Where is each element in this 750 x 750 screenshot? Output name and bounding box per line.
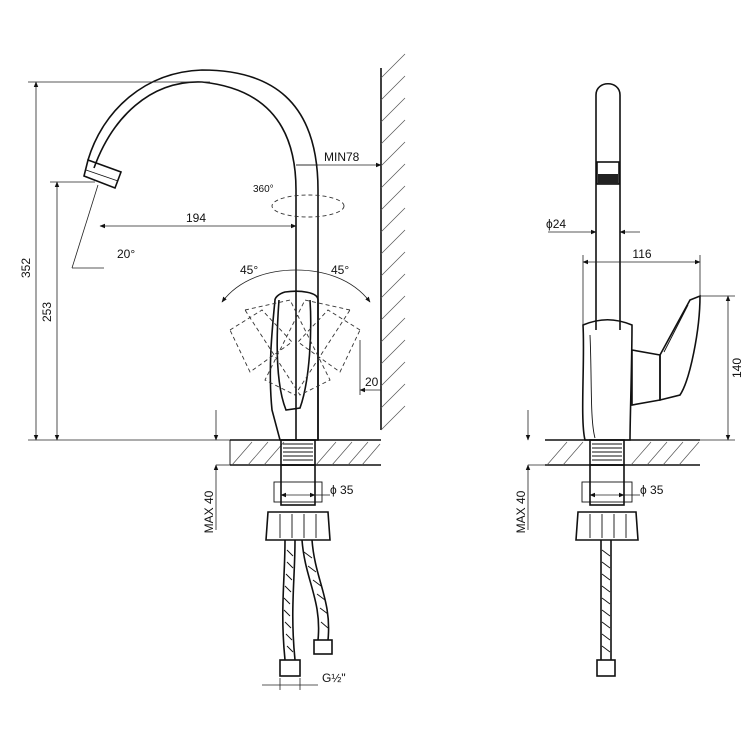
handle-left-angle-label: 45°	[240, 263, 258, 277]
front-view: 352 253 194 MIN78 360° 20° 45° 45° 20 MA…	[19, 53, 406, 690]
side-max-thickness-label: MAX 40	[514, 490, 528, 533]
wall-gap-label: 20	[365, 375, 379, 389]
wall	[380, 53, 406, 431]
handle-right-angle-label: 45°	[331, 263, 349, 277]
side-handle-height-label: 140	[730, 358, 744, 378]
dim-194-label: 194	[186, 211, 206, 225]
side-thread-diameter-label: ϕ 35	[640, 483, 664, 497]
side-countertop	[545, 439, 700, 466]
side-depth-label: 116	[632, 247, 651, 261]
spout-angle-label: 20°	[117, 247, 135, 261]
mounting-parts	[265, 439, 331, 541]
min-wall-label: MIN78	[324, 150, 360, 164]
side-mounting-parts	[575, 439, 639, 541]
front-dimension-lines	[28, 81, 382, 690]
dim-253-label: 253	[40, 302, 54, 322]
side-hose	[596, 540, 616, 677]
thread-diameter-label: ϕ 35	[330, 483, 354, 497]
handle-positions	[229, 194, 361, 396]
flexible-hoses	[279, 539, 333, 677]
side-dimension-lines	[525, 229, 735, 530]
max-thickness-label: MAX 40	[202, 490, 216, 533]
side-body	[581, 294, 701, 441]
side-view: ϕ24 116 140 MAX 40 ϕ 35	[514, 82, 744, 677]
rotation-label: 360°	[253, 184, 274, 195]
side-spout	[595, 82, 621, 330]
dim-352-label: 352	[19, 258, 33, 278]
connection-label: G½"	[322, 671, 346, 685]
side-tube-diameter-label: ϕ24	[546, 217, 566, 231]
faucet-body	[269, 290, 319, 441]
